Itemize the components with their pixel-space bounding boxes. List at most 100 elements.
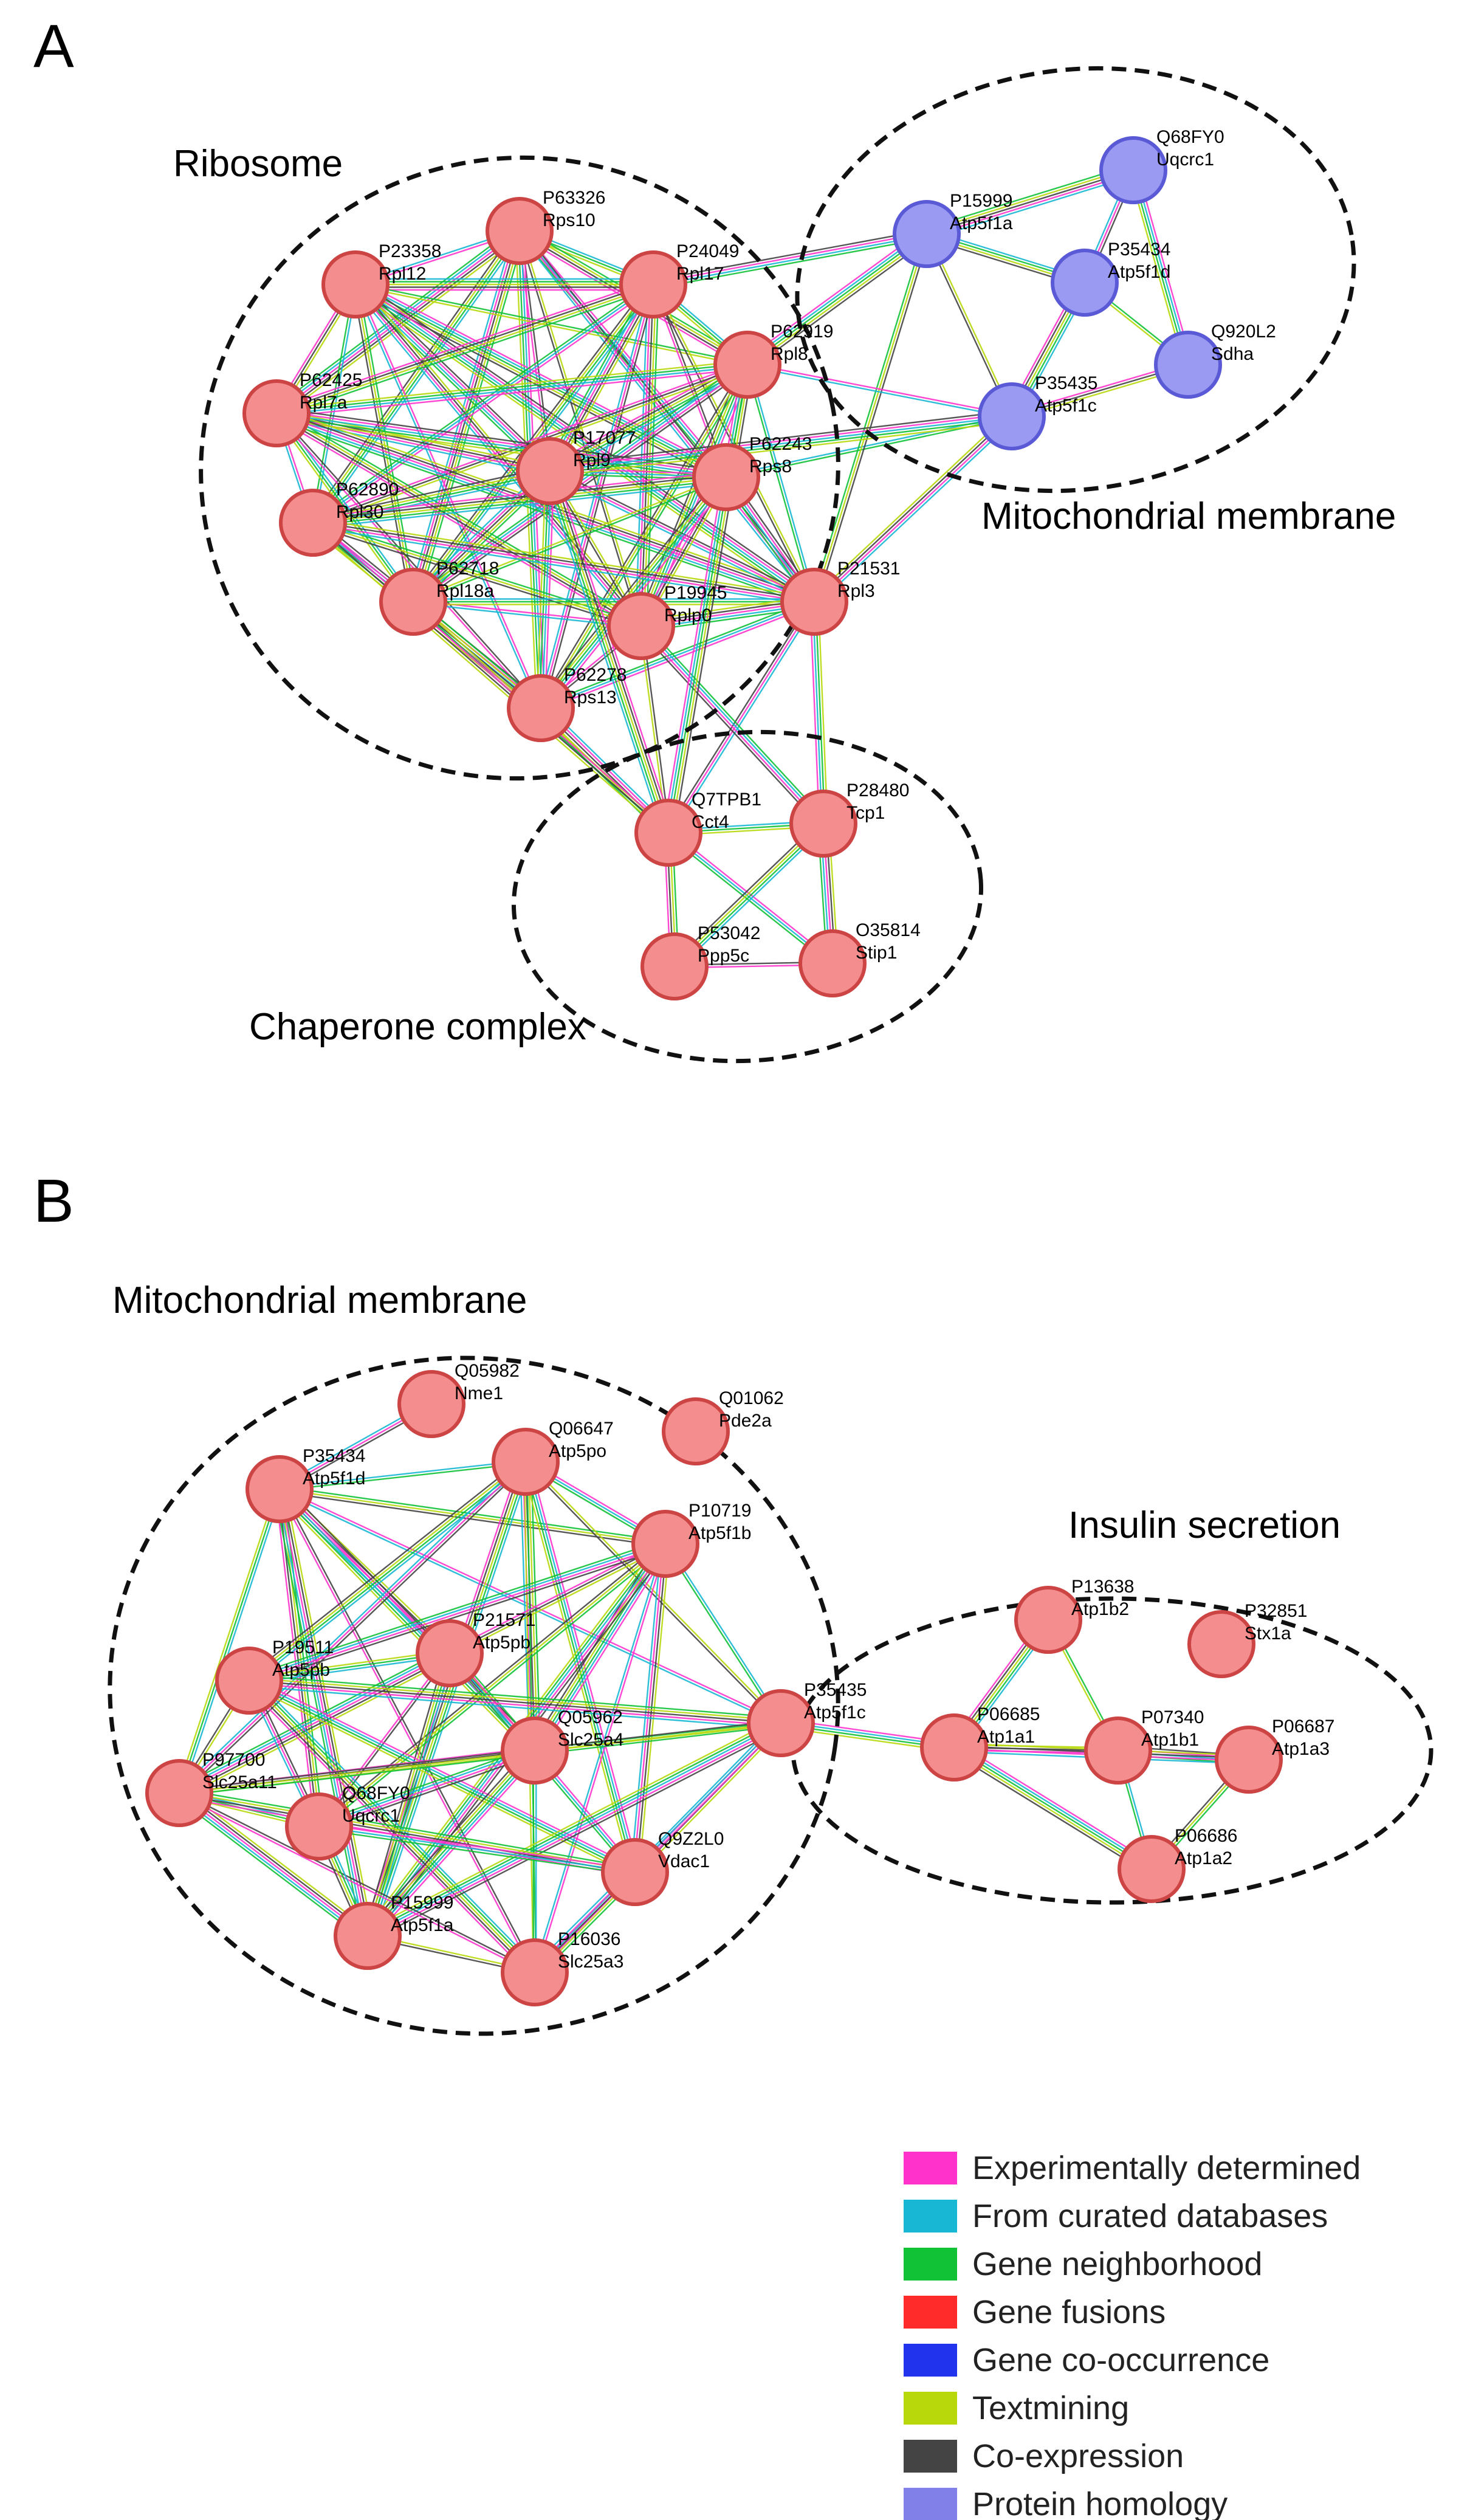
edge-strand-database	[367, 1722, 781, 1937]
protein-node-stx1a[interactable]	[1187, 1610, 1255, 1678]
protein-node-rpl7a[interactable]	[242, 379, 311, 447]
panel-a-letter: A	[33, 12, 74, 80]
protein-node-atp5f1a[interactable]	[334, 1902, 402, 1970]
edge-strand-textmining	[249, 1677, 781, 1721]
protein-node-atp5pb[interactable]	[215, 1647, 283, 1715]
protein-node-stip1[interactable]	[798, 929, 867, 997]
edge-strand-experimental	[178, 1793, 535, 1975]
edge-strand-experimental	[273, 416, 640, 630]
interaction-edge	[811, 413, 1015, 605]
protein-node-rpl3[interactable]	[780, 568, 848, 636]
node-accession-label: P63326	[543, 188, 605, 208]
interaction-edge	[177, 1459, 528, 1796]
edge-strand-experimental	[314, 286, 656, 526]
node-gene-label: Stip1	[856, 943, 897, 963]
node-gene-label: Pde2a	[719, 1411, 772, 1431]
protein-node-atp1b1[interactable]	[1084, 1716, 1152, 1785]
interaction-edge	[637, 622, 827, 827]
edge-strand-experimental	[276, 414, 550, 473]
node-accession-label: P15999	[391, 1893, 453, 1913]
node-accession-label: P62718	[436, 559, 499, 579]
protein-node-uqcrc1[interactable]	[285, 1792, 353, 1861]
node-gene-label: Atp1a3	[1272, 1739, 1330, 1759]
protein-node-rpl17[interactable]	[619, 250, 687, 318]
node-gene-label: Atp5f1c	[1035, 396, 1097, 416]
protein-node-sdha[interactable]	[1154, 331, 1222, 399]
edge-strand-coexpression	[750, 238, 931, 370]
protein-node-pde2a[interactable]	[662, 1397, 730, 1465]
edge-strand-neighborhood	[667, 364, 749, 833]
edge-strand-database	[248, 1541, 665, 1681]
protein-node-rps13[interactable]	[507, 674, 575, 742]
interaction-edge	[276, 360, 748, 418]
edge-strand-experimental	[368, 1724, 783, 1940]
legend-item: Textmining	[904, 2390, 1129, 2426]
protein-node-atp5f1d[interactable]	[1051, 249, 1119, 317]
edge-strand-neighborhood	[179, 1725, 781, 1797]
protein-node-vdac1[interactable]	[601, 1838, 669, 1906]
protein-node-atp1a1[interactable]	[920, 1713, 988, 1782]
edge-strand-neighborhood	[675, 824, 825, 968]
edge-strand-textmining	[179, 1791, 636, 1871]
node-gene-label: Atp5f1a	[391, 1915, 454, 1935]
protein-node-uqcrc1[interactable]	[1099, 136, 1167, 204]
protein-node-atp5f1b[interactable]	[631, 1510, 699, 1578]
node-gene-label: Rpl17	[676, 264, 724, 284]
edge-strand-coexpression	[551, 285, 656, 473]
interaction-edge	[544, 469, 675, 835]
edge-strand-database	[631, 1720, 779, 1870]
edge-strand-experimental	[637, 284, 651, 626]
edge-strand-neighborhood	[175, 1797, 365, 1941]
protein-node-slc25a3[interactable]	[501, 1938, 569, 2006]
interaction-edge	[275, 411, 543, 710]
protein-node-rpl30[interactable]	[279, 489, 347, 557]
protein-node-cct4[interactable]	[634, 799, 702, 867]
edge-strand-neighborhood	[318, 1828, 635, 1876]
protein-node-atp1a3[interactable]	[1215, 1726, 1283, 1794]
node-accession-label: Q7TPB1	[692, 790, 761, 810]
edge-strand-coexpression	[281, 1488, 371, 1936]
protein-node-rps8[interactable]	[692, 443, 760, 511]
edge-strand-textmining	[365, 1717, 779, 1932]
interaction-edge	[747, 362, 1012, 419]
edge-strand-textmining	[673, 822, 823, 966]
protein-node-slc25a11[interactable]	[145, 1759, 213, 1827]
node-accession-label: P13638	[1071, 1577, 1134, 1597]
protein-node-tcp1[interactable]	[789, 790, 857, 858]
protein-node-rpl12[interactable]	[321, 250, 390, 318]
protein-node-nme1[interactable]	[397, 1370, 465, 1438]
protein-node-atp5f1c[interactable]	[978, 382, 1046, 450]
protein-node-atp5po[interactable]	[492, 1428, 560, 1496]
protein-node-atp1a2[interactable]	[1118, 1835, 1186, 1903]
edge-strand-coexpression	[317, 1541, 664, 1825]
interaction-edge	[179, 1720, 781, 1797]
node-accession-label: P62890	[336, 480, 399, 500]
interaction-edge	[745, 364, 817, 602]
edge-strand-coexpression	[275, 413, 641, 628]
protein-node-rpl18a[interactable]	[379, 568, 447, 636]
protein-node-atp5f1c[interactable]	[747, 1689, 815, 1757]
edge-strand-textmining	[176, 1488, 278, 1792]
edge-strand-experimental	[639, 626, 823, 825]
edge-strand-neighborhood	[550, 418, 1012, 475]
edge-strand-neighborhood	[280, 1485, 666, 1542]
node-gene-label: Rps10	[543, 210, 596, 230]
protein-node-atp1b2[interactable]	[1014, 1586, 1082, 1654]
edge-strand-neighborhood	[178, 1489, 281, 1794]
protein-node-rpl9[interactable]	[516, 437, 584, 505]
protein-node-atp5pb[interactable]	[416, 1619, 484, 1687]
protein-node-slc25a4[interactable]	[501, 1716, 569, 1785]
protein-node-atp5f1d[interactable]	[246, 1455, 314, 1523]
node-accession-label: P21571	[473, 1610, 535, 1630]
edge-strand-database	[544, 472, 664, 835]
protein-node-rpl8[interactable]	[713, 331, 781, 399]
protein-node-rplp0[interactable]	[607, 592, 675, 660]
legend-label: Gene co-occurrence	[972, 2342, 1269, 2378]
protein-node-rps10[interactable]	[486, 197, 554, 265]
interaction-edge	[311, 520, 671, 836]
protein-node-ppp5c[interactable]	[640, 932, 709, 1000]
node-accession-label: Q9Z2L0	[658, 1829, 724, 1849]
protein-node-atp5f1a[interactable]	[893, 200, 961, 268]
edge-strand-database	[318, 1825, 636, 1873]
